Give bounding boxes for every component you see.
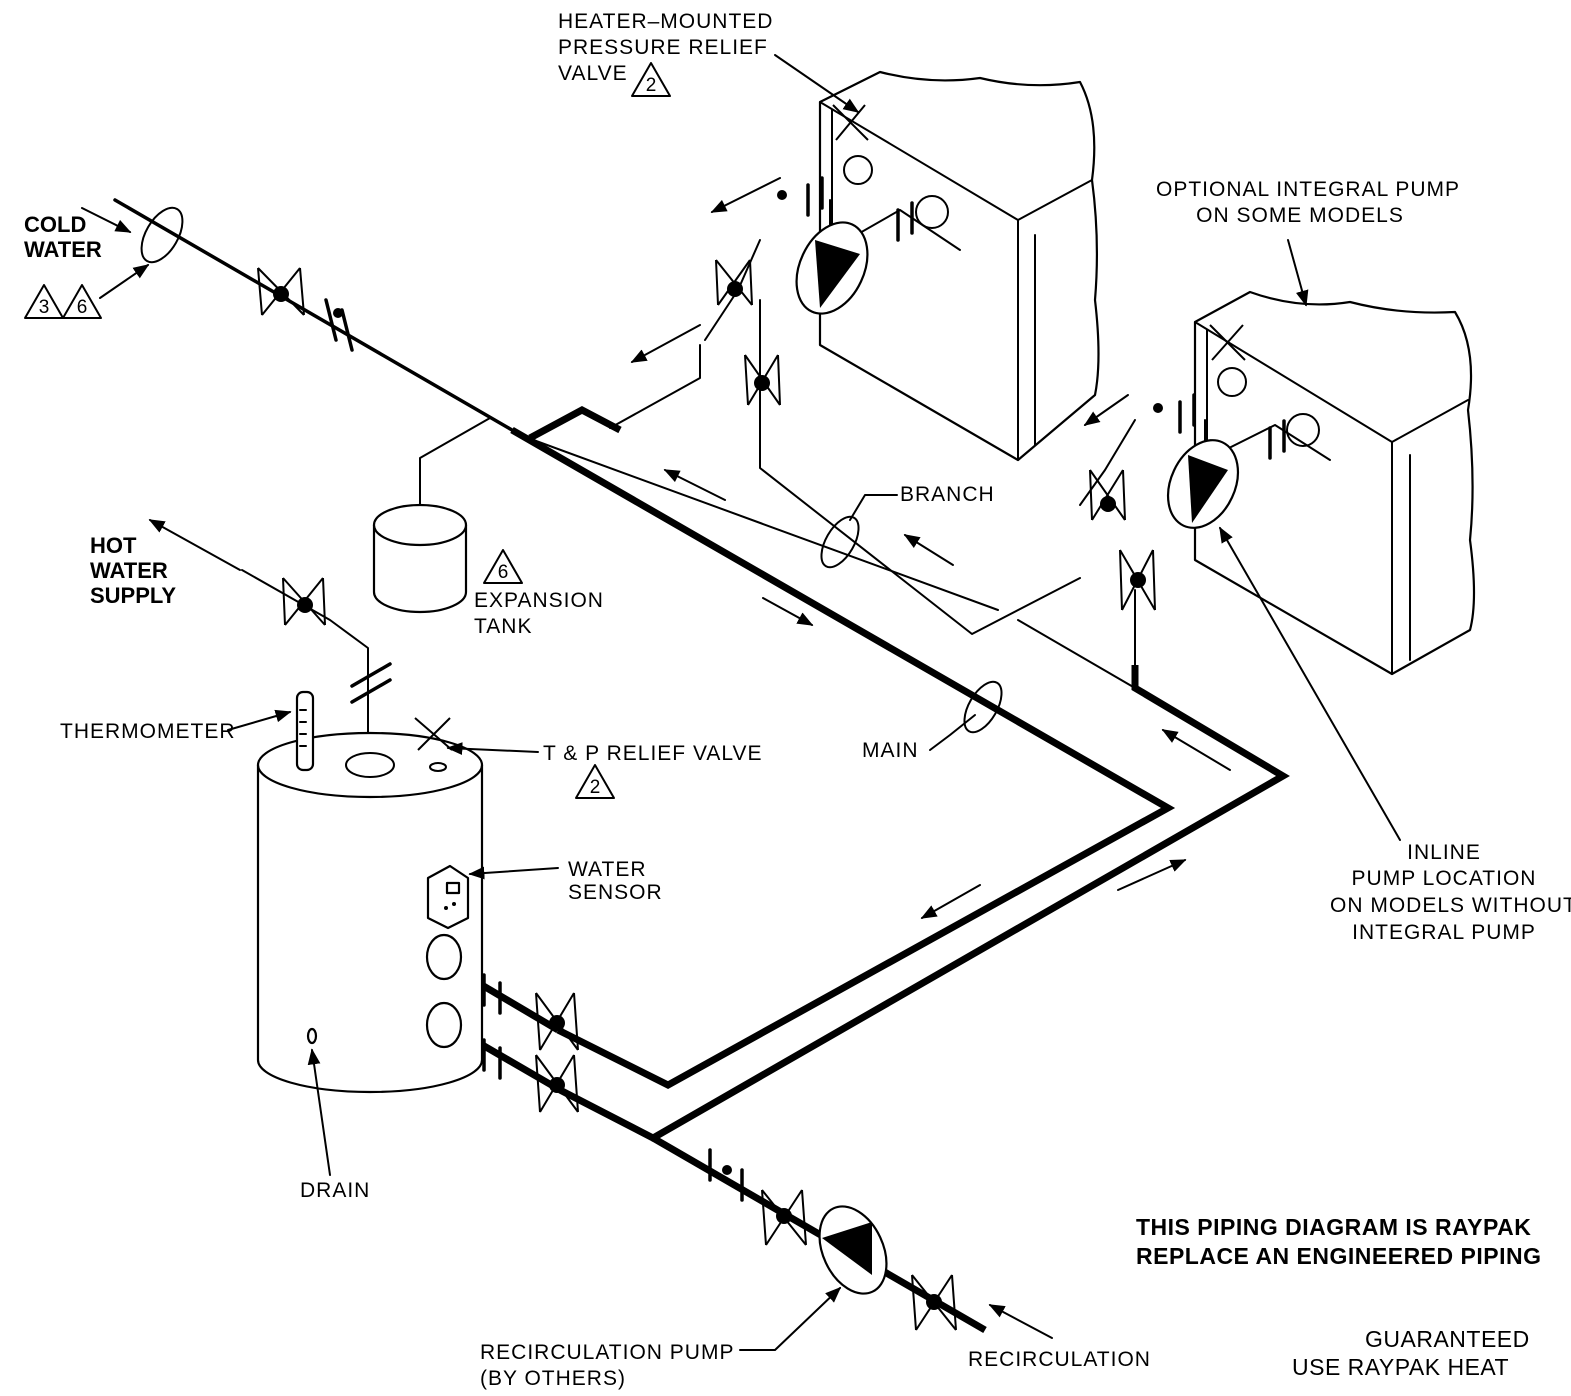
expansion-tank [372, 503, 468, 614]
water-sensor-label-line2: SENSOR [568, 881, 663, 904]
footer-line2: USE RAYPAK HEAT [1292, 1354, 1509, 1380]
recirc-pump-label-line2: (BY OTHERS) [480, 1367, 626, 1390]
upper-water-heater [818, 70, 1100, 462]
main-label: MAIN [862, 739, 919, 762]
flow-arrows [148, 177, 1231, 919]
optional-pump-label-line1: OPTIONAL INTEGRAL PUMP [1156, 178, 1460, 201]
note-ref-6-tank: 6 [498, 562, 509, 583]
branch-piping [113, 198, 1331, 761]
hot-water-label-line2: WATER [90, 558, 168, 583]
note-ref-2-prv: 2 [646, 75, 657, 96]
drain-port [306, 1027, 318, 1045]
lower-heater-pump-icon [1166, 439, 1240, 529]
expansion-tank-label-line1: EXPANSION [474, 589, 604, 612]
callout-ellipses [140, 206, 1003, 734]
hot-outlet [345, 752, 395, 778]
storage-tank [256, 690, 484, 1094]
union-fittings [324, 155, 1320, 1202]
note-ref-3: 3 [39, 297, 50, 318]
branch-label: BRANCH [900, 483, 995, 506]
recirculation-label: RECIRCULATION [968, 1348, 1151, 1371]
valve-handles [273, 190, 1163, 1310]
hot-water-label-line1: HOT [90, 533, 137, 558]
disclaimer-line1: THIS PIPING DIAGRAM IS RAYPAK [1136, 1214, 1531, 1240]
tp-relief-label: T & P RELIEF VALVE [543, 742, 763, 765]
cold-water-label-line1: COLD [24, 212, 86, 237]
recirc-pump-label-line1: RECIRCULATION PUMP [480, 1341, 734, 1364]
note-ref-2-tp: 2 [590, 777, 601, 798]
inline-pump-label-line2: PUMP LOCATION [1352, 867, 1537, 890]
thermometer-icon [295, 690, 315, 772]
inline-pump-label-line1: INLINE [1407, 841, 1481, 864]
inline-pump-label-line4: INTEGRAL PUMP [1352, 921, 1536, 944]
upper-heater-pump-icon [795, 221, 869, 315]
thermometer-label: THERMOMETER [60, 720, 236, 743]
cold-water-label-line2: WATER [24, 237, 102, 262]
drain-label: DRAIN [300, 1179, 370, 1202]
note-ref-6: 6 [77, 297, 88, 318]
recirculation-pump-icon [818, 1205, 888, 1295]
leader-lines [81, 54, 1401, 1351]
water-sensor-icon [426, 864, 470, 930]
prv-label-line3: VALVE [558, 62, 628, 85]
prv-label-line1: HEATER–MOUNTED [558, 10, 773, 33]
optional-pump-label-line2: ON SOME MODELS [1196, 204, 1404, 227]
prv-label-line2: PRESSURE RELIEF [558, 36, 768, 59]
disclaimer-line2: REPLACE AN ENGINEERED PIPING [1136, 1243, 1541, 1269]
note-triangles: 3 6 2 6 2 [24, 62, 671, 799]
footer-line1: GUARANTEED [1365, 1326, 1530, 1352]
labels: COLD WATER HOT WATER SUPPLY HEATER–MOUNT… [24, 10, 1571, 1390]
hot-water-label-line3: SUPPLY [90, 583, 176, 608]
expansion-tank-label-line2: TANK [474, 615, 532, 638]
inline-pump-label-line3: ON MODELS WITHOUT [1330, 894, 1571, 917]
valve-symbols [257, 104, 1246, 1331]
water-sensor-label-line1: WATER [568, 858, 647, 881]
lower-water-heater [1193, 290, 1476, 676]
